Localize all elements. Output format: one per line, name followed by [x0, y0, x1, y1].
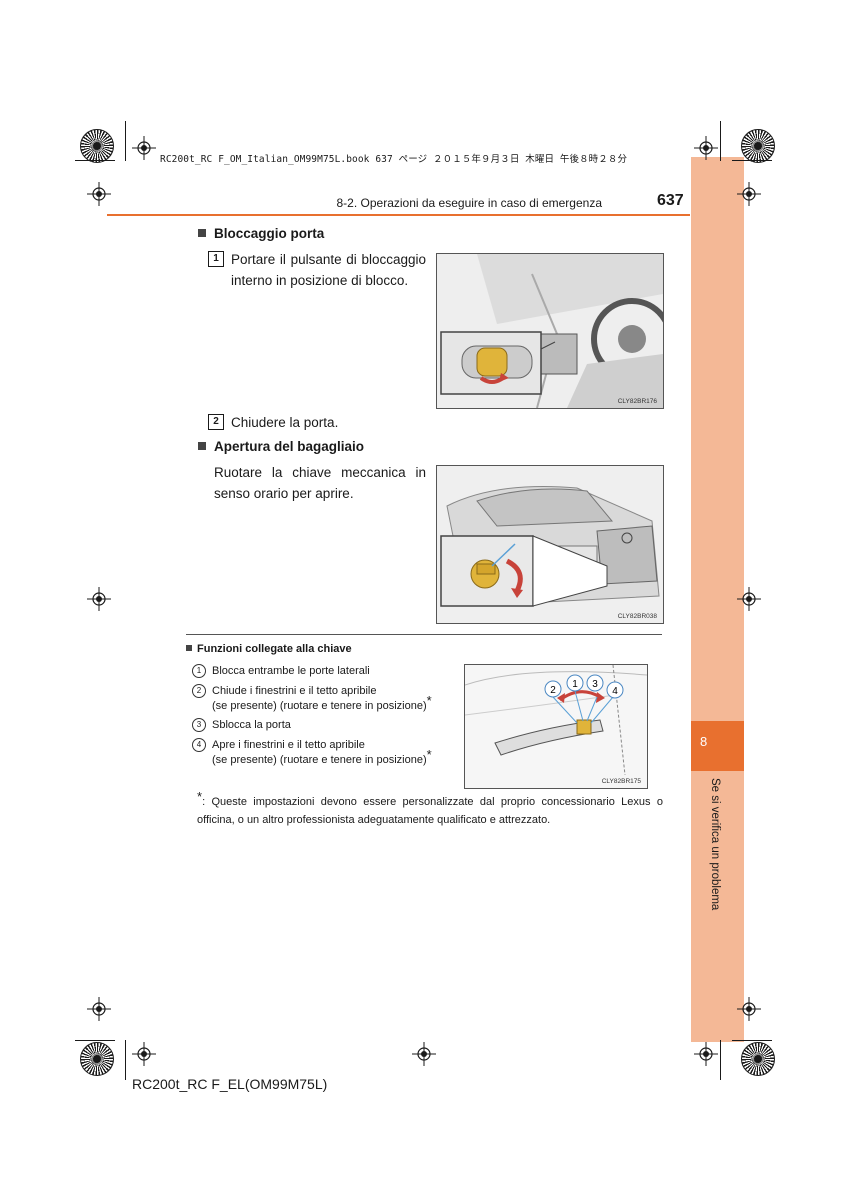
step-2-text: Chiudere la porta. [231, 415, 339, 430]
chapter-label: Se si verifica un problema [709, 778, 721, 911]
square-bullet-icon [186, 645, 192, 651]
square-bullet-icon [198, 229, 206, 237]
registration-rosette-icon [80, 1042, 114, 1076]
registration-rosette-icon [741, 1042, 775, 1076]
item-number: 4 [192, 738, 206, 752]
figure-callout-label: 4 [612, 686, 618, 697]
section-divider [186, 634, 662, 635]
figure-callout-label: 1 [572, 679, 578, 690]
print-metadata-line: RC200t_RC F_OM_Italian_OM99M75L.book 637… [160, 154, 628, 165]
step-number: 1 [208, 251, 224, 267]
figure-code: CLY82BR175 [601, 778, 641, 785]
figure-callout-label: 2 [550, 685, 556, 696]
door-lock-figure: CLY82BR176 [436, 253, 664, 409]
footnote-marker: * [426, 693, 432, 708]
footnote-text: : Queste impostazioni devono essere pers… [197, 796, 663, 826]
footnote-marker: * [197, 789, 203, 804]
door-handle-illustration: 2 1 3 4 [465, 665, 647, 788]
car-interior-illustration [437, 254, 663, 408]
crosshair-mark-icon [132, 1042, 156, 1066]
heading-funzioni: Funzioni collegate alla chiave [186, 643, 352, 655]
chapter-number-box [691, 721, 744, 771]
item-text: Blocca entrambe le porte laterali [212, 665, 370, 677]
crosshair-mark-icon [694, 136, 718, 160]
figure-code: CLY82BR176 [617, 398, 657, 405]
crop-line [720, 1040, 721, 1080]
crosshair-mark-icon [87, 997, 111, 1021]
crop-line [125, 1040, 126, 1080]
step-number: 2 [208, 414, 224, 430]
crosshair-mark-icon [737, 997, 761, 1021]
heading-bloccaggio-porta: Bloccaggio porta [198, 226, 324, 241]
key-function-item: 4 Apre i finestrini e il tetto apribile (… [192, 738, 432, 767]
crosshair-mark-icon [87, 182, 111, 206]
square-bullet-icon [198, 442, 206, 450]
key-function-item: 2 Chiude i finestrini e il tetto apribile… [192, 684, 432, 713]
section-title: 8-2. Operazioni da eseguire in caso di e… [336, 196, 603, 210]
footnote: *: Queste impostazioni devono essere per… [197, 789, 663, 829]
header-rule [107, 214, 690, 216]
car-rear-illustration [437, 466, 663, 623]
footer-model-code: RC200t_RC F_EL(OM99M75L) [132, 1076, 328, 1092]
crop-line [720, 121, 721, 161]
trunk-instruction-text: Ruotare la chiave meccanica in senso ora… [214, 465, 426, 501]
crosshair-mark-icon [132, 136, 156, 160]
heading-apertura-bagagliaio: Apertura del bagagliaio [198, 439, 364, 454]
item-number: 3 [192, 718, 206, 732]
crop-line [125, 121, 126, 161]
chapter-side-tab [691, 157, 744, 1042]
item-text: Apre i finestrini e il tetto apribile [212, 739, 365, 751]
trunk-open-figure: CLY82BR038 [436, 465, 664, 624]
crosshair-mark-icon [87, 587, 111, 611]
registration-rosette-icon [80, 129, 114, 163]
chapter-number: 8 [700, 734, 708, 749]
item-text-continued: (se presente) (ruotare e tenere in posiz… [212, 700, 427, 712]
footnote-marker: * [426, 747, 432, 762]
heading-text: Apertura del bagagliaio [214, 439, 365, 454]
step-1-text: Portare il pulsante di bloccaggio intern… [231, 252, 426, 288]
item-text: Chiude i finestrini e il tetto apribile [212, 685, 377, 697]
crosshair-mark-icon [737, 182, 761, 206]
crosshair-mark-icon [694, 1042, 718, 1066]
figure-callout-label: 3 [592, 679, 598, 690]
key-function-item: 3 Sblocca la porta [192, 718, 291, 732]
crop-line [732, 160, 772, 161]
item-number: 2 [192, 684, 206, 698]
page-number: 637 [657, 192, 684, 209]
key-function-item: 1 Blocca entrambe le porte laterali [192, 664, 370, 678]
figure-code: CLY82BR038 [617, 613, 657, 620]
registration-rosette-icon [741, 129, 775, 163]
heading-text: Funzioni collegate alla chiave [197, 643, 352, 655]
crosshair-mark-icon [412, 1042, 436, 1066]
item-number: 1 [192, 664, 206, 678]
crosshair-mark-icon [737, 587, 761, 611]
item-text-continued: (se presente) (ruotare e tenere in posiz… [212, 754, 427, 766]
crop-line [75, 1040, 115, 1041]
heading-text: Bloccaggio porta [214, 226, 325, 241]
crop-line [732, 1040, 772, 1041]
crop-line [75, 160, 115, 161]
item-text: Sblocca la porta [212, 719, 291, 731]
door-handle-figure: 2 1 3 4 CLY82BR175 [464, 664, 648, 789]
